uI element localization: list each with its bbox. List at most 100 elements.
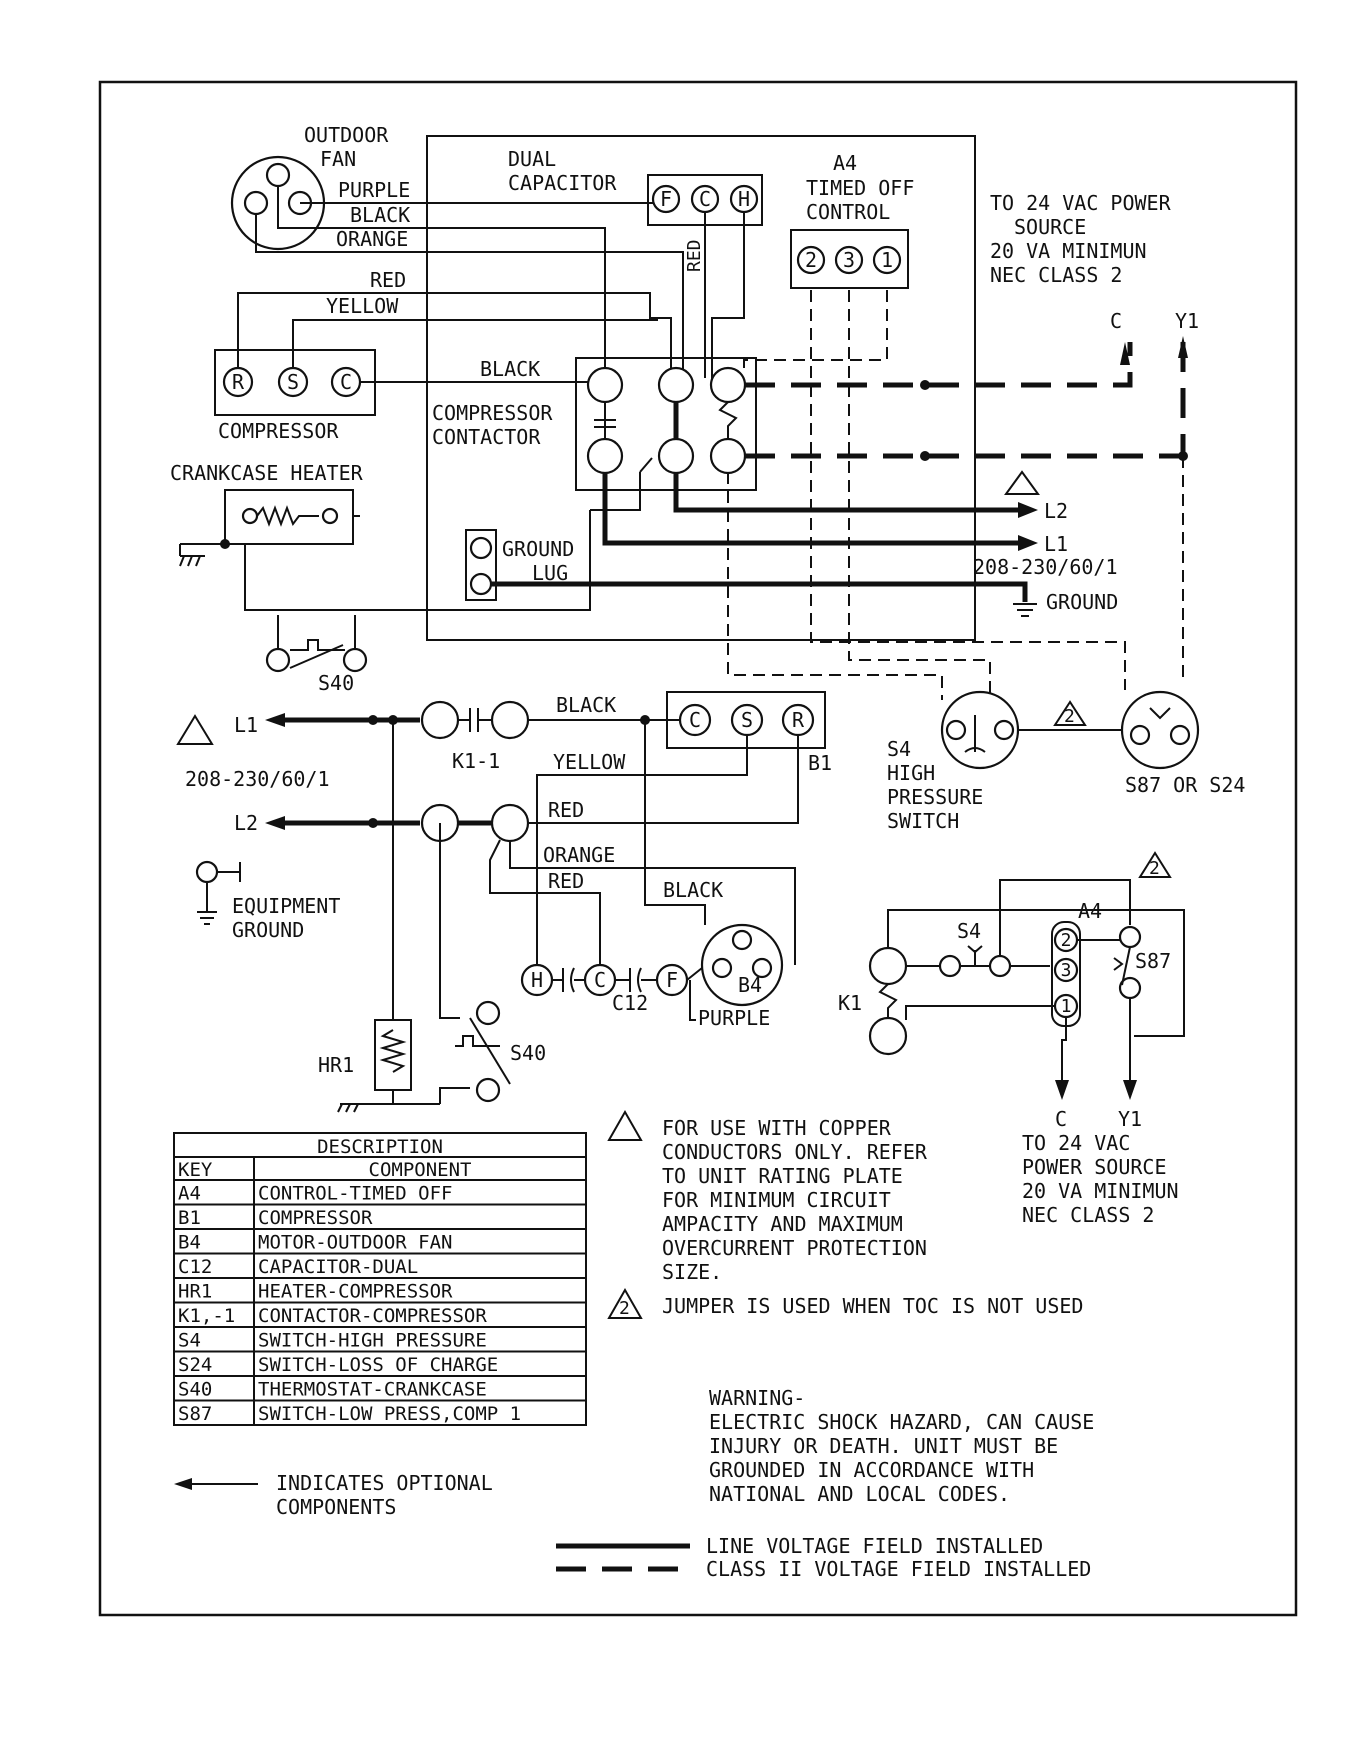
s4-high-pressure-switch: S4 HIGH PRESSURE SWITCH <box>887 690 1020 833</box>
ladder-orange-label: ORANGE <box>543 843 615 867</box>
c12-label: C12 <box>612 991 648 1015</box>
legend-component: CAPACITOR-DUAL <box>258 1256 418 1278</box>
crankcase-heater: CRANKCASE HEATER <box>170 461 364 545</box>
term-y1-ctrl: Y1 <box>1118 1107 1142 1131</box>
s4-label-ctrl: S4 <box>957 919 981 943</box>
power-note-2: SOURCE <box>1014 215 1086 239</box>
crankcase-heater-label: CRANKCASE HEATER <box>170 461 364 485</box>
legend-component: SWITCH-LOW PRESS,COMP 1 <box>258 1403 521 1425</box>
toc-label-1: A4 <box>833 151 857 175</box>
warning-line-3: INJURY OR DEATH. UNIT MUST BE <box>709 1434 1058 1458</box>
s40-thermostat-top: S40 <box>265 615 368 695</box>
ground-lug-label-2: LUG <box>532 561 568 585</box>
legend-title: DESCRIPTION <box>317 1136 443 1158</box>
legend-key: C12 <box>178 1256 212 1278</box>
legend-key: S40 <box>178 1379 212 1401</box>
legend-key: B1 <box>178 1207 201 1229</box>
ground-lug: GROUND LUG <box>465 529 574 601</box>
line-voltage-label: LINE VOLTAGE FIELD INSTALLED <box>706 1534 1043 1558</box>
legend-key: S4 <box>178 1330 201 1352</box>
note2-marker-top: 2 <box>1064 706 1075 727</box>
legend-component: CONTACTOR-COMPRESSOR <box>258 1305 487 1327</box>
s4-label-2: HIGH <box>887 761 935 785</box>
optional-line-2: COMPONENTS <box>276 1495 396 1519</box>
power-ctrl-1: TO 24 VAC <box>1022 1131 1130 1155</box>
toc-ctrl-2: 2 <box>1061 930 1072 951</box>
note1-line-6: OVERCURRENT PROTECTION <box>662 1236 927 1260</box>
wire-toc-2 <box>810 290 1126 690</box>
supply-label-ladder: 208-230/60/1 <box>185 767 330 791</box>
wire-c-field <box>745 342 1133 388</box>
s87-label: S87 OR S24 <box>1125 773 1245 797</box>
supply-label-top: 208-230/60/1 <box>973 555 1118 579</box>
wire-l1-field <box>602 473 1018 546</box>
legend-header-key: KEY <box>178 1159 213 1181</box>
contactor-label-2: CONTACTOR <box>432 425 541 449</box>
cap-terminal-f: F <box>660 187 672 211</box>
hr1-label: HR1 <box>318 1053 354 1077</box>
compressor-label: COMPRESSOR <box>218 419 339 443</box>
legend-component: COMPRESSOR <box>258 1207 373 1229</box>
wire-purple-label: PURPLE <box>338 178 410 202</box>
control-circuit: 2 K1 S4 2 3 1 A4 S87 C Y1 <box>838 851 1185 1227</box>
term-y1-label: Y1 <box>1175 309 1199 333</box>
ladder-black-label-2: BLACK <box>663 878 723 902</box>
note1-line-5: AMPACITY AND MAXIMUM <box>662 1212 903 1236</box>
optional-line-1: INDICATES OPTIONAL <box>276 1471 493 1495</box>
cap-terminal-c: C <box>699 187 711 211</box>
warning-line-4: GROUNDED IN ACCORDANCE WITH <box>709 1458 1034 1482</box>
ladder-black-wire-2 <box>644 720 706 925</box>
power-note-1: TO 24 VAC POWER <box>990 191 1172 215</box>
comp-terminal-r: R <box>232 370 245 394</box>
page-border <box>98 80 1298 1617</box>
note1-line-7: SIZE. <box>662 1260 722 1284</box>
ladder-red-wire <box>528 735 799 824</box>
note2-marker-num: 2 <box>619 1298 630 1319</box>
power-ctrl-3: 20 VA MINIMUN <box>1022 1179 1179 1203</box>
s40-label-top: S40 <box>318 671 354 695</box>
s87-label-ctrl: S87 <box>1135 949 1171 973</box>
warning-line-5: NATIONAL AND LOCAL CODES. <box>709 1482 1010 1506</box>
equipment-ground-2: GROUND <box>232 918 304 942</box>
legend-key: B4 <box>178 1232 201 1254</box>
wire-black-label: BLACK <box>350 203 410 227</box>
k1-1-label: K1-1 <box>452 749 500 773</box>
term-c-ctrl: C <box>1055 1107 1067 1131</box>
note2-text: JUMPER IS USED WHEN TOC IS NOT USED <box>662 1294 1083 1318</box>
dual-capacitor-label-2: CAPACITOR <box>508 171 617 195</box>
k1-coil-top <box>868 946 908 986</box>
legend-component: MOTOR-OUTDOOR FAN <box>258 1232 452 1254</box>
ladder-red-wire-2 <box>489 839 601 965</box>
l1-label-top: L1 <box>1044 532 1068 556</box>
ladder-cap-f: F <box>666 968 678 992</box>
toc-ctrl-3: 3 <box>1061 960 1072 981</box>
warning-line-2: ELECTRIC SHOCK HAZARD, CAN CAUSE <box>709 1410 1094 1434</box>
outdoor-fan-label-2: FAN <box>320 147 356 171</box>
wire-contactor-s4 <box>727 472 943 700</box>
s4-label-4: SWITCH <box>887 809 959 833</box>
power-ctrl-4: NEC CLASS 2 <box>1022 1203 1154 1227</box>
wire-orange-label: ORANGE <box>336 227 408 251</box>
ground-label-top: GROUND <box>1046 590 1118 614</box>
legend-header-component: COMPONENT <box>369 1159 472 1181</box>
s4-label-1: S4 <box>887 737 911 761</box>
ladder-cap-h: H <box>531 968 543 992</box>
wire-yellow-label: YELLOW <box>326 294 399 318</box>
ladder-red-label: RED <box>548 798 584 822</box>
s40-label-ladder: S40 <box>510 1041 546 1065</box>
l2-label-ladder: L2 <box>234 811 258 835</box>
control-box-outline <box>426 135 976 641</box>
legend-component: SWITCH-HIGH PRESSURE <box>258 1330 487 1352</box>
legend-component: HEATER-COMPRESSOR <box>258 1281 453 1303</box>
legend-component: CONTROL-TIMED OFF <box>258 1183 452 1205</box>
ladder-yellow-wire <box>536 735 748 965</box>
k1-coil-bottom <box>868 1016 908 1056</box>
toc-terminal-1: 1 <box>881 248 893 272</box>
s4-label-3: PRESSURE <box>887 785 983 809</box>
toc-terminal-3: 3 <box>843 248 855 272</box>
toc-label-3: CONTROL <box>806 200 890 224</box>
contactor-label-1: COMPRESSOR <box>432 401 553 425</box>
legend-key: S24 <box>178 1354 212 1376</box>
s87-s24-switch: S87 OR S24 <box>1120 690 1245 797</box>
